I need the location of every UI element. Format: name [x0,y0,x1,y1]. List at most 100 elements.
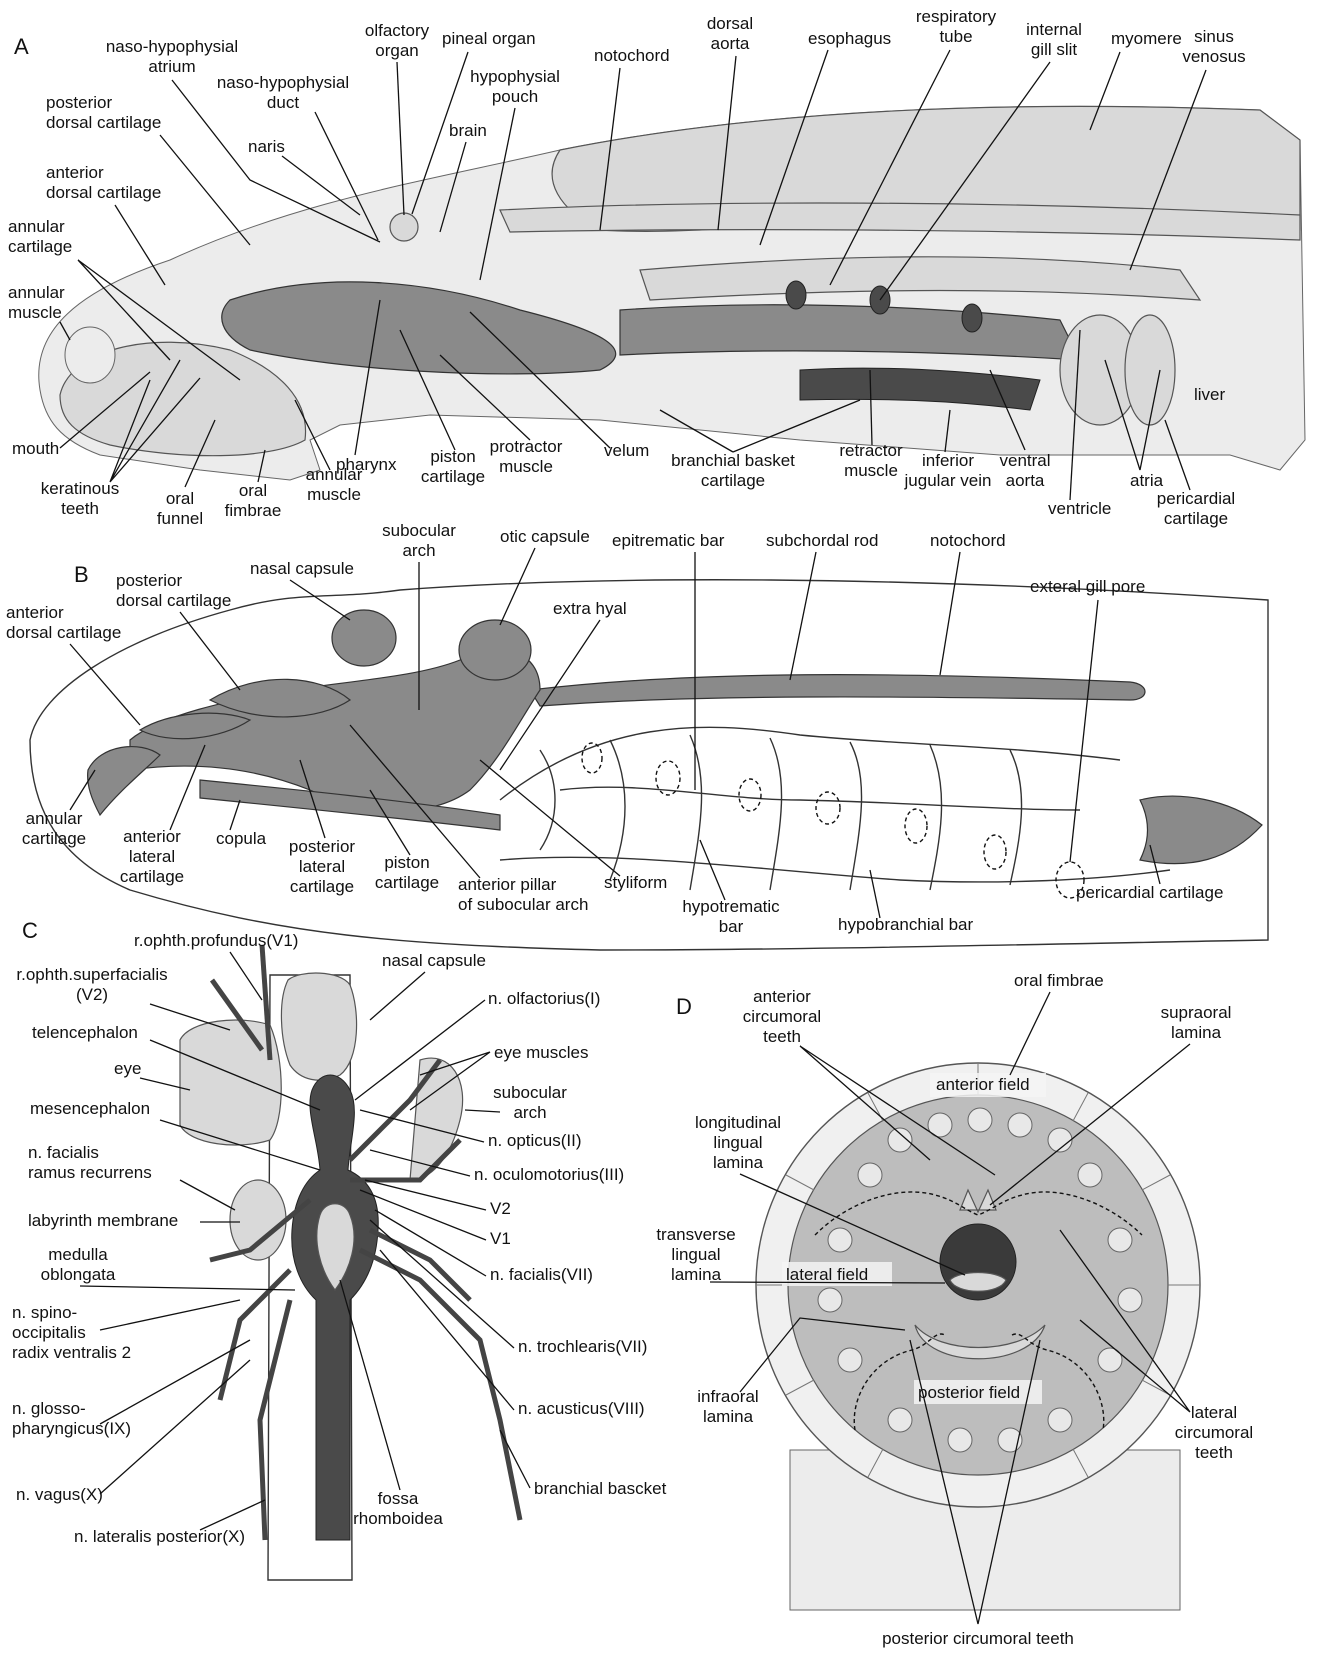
label-r-ophth-profundus: r.ophth.profundus(V1) [134,931,298,950]
label-dorsal-aorta: dorsalaorta [707,14,753,53]
label-exteral-gill-pore: exteral gill pore [1030,577,1145,596]
label-anterior-field: anterior field [936,1075,1030,1094]
label-hypobranchial-bar: hypobranchial bar [838,915,973,934]
label-n-facialis-vii: n. facialis(VII) [490,1265,593,1284]
label-n-acusticus: n. acusticus(VIII) [518,1399,645,1418]
label-naso-hypophysial-duct: naso-hypophysialduct [217,73,349,112]
label-naso-hypophysial-atrium: naso-hypophysialatrium [106,37,238,76]
label-labyrinth-membrane: labyrinth membrane [28,1211,178,1230]
label-n-vagus: n. vagus(X) [16,1485,103,1504]
label-anterior-lateral-cartilage: anteriorlateralcartilage [120,827,184,886]
panel-d-drawing [756,1063,1200,1610]
label-liver: liver [1194,385,1226,404]
gill-pore-3 [739,779,761,811]
atria-shape [1125,315,1175,425]
label-oral-fimbrae-d: oral fimbrae [1014,971,1104,990]
label-internal-gill-slit: internalgill slit [1026,20,1082,59]
panel-b: B [6,521,1268,950]
panel-c-letter: C [22,918,38,943]
label-brain: brain [449,121,487,140]
label-esophagus: esophagus [808,29,891,48]
panel-b-letter: B [74,562,89,587]
panel-d: D [656,971,1253,1648]
label-n-trochlearis: n. trochlearis(VII) [518,1337,647,1356]
label-n-lateralis-posterior: n. lateralis posterior(X) [74,1527,245,1546]
pericardial-cartilage-b-shape [1140,796,1262,864]
label-extra-hyal: extra hyal [553,599,627,618]
gill-slit-1 [786,281,806,309]
olfactory-organ-shape [390,213,418,241]
label-myomere: myomere [1111,29,1182,48]
label-n-olfactorius: n. olfactorius(I) [488,989,600,1008]
label-nasal-capsule-c: nasal capsule [382,951,486,970]
subchordal-rod-shape [530,675,1145,706]
panel-a: A naso-hypoph [8,7,1305,528]
label-inferior-jugular-vein: inferiorjugular vein [904,451,992,490]
label-nasal-capsule-b: nasal capsule [250,559,354,578]
panel-d-letter: D [676,994,692,1019]
label-ventricle: ventricle [1048,499,1111,518]
nasal-capsule-b-shape [332,610,396,666]
label-v1: V1 [490,1229,511,1248]
label-styliform: styliform [604,873,667,892]
label-posterior-lateral-cartilage: posteriorlateralcartilage [289,837,355,896]
label-lateral-field: lateral field [786,1265,868,1284]
label-n-glossopharyngicus: n. glosso-pharyngicus(IX) [12,1399,131,1438]
label-eye-muscles: eye muscles [494,1043,588,1062]
panel-a-letter: A [14,34,29,59]
label-pineal-organ: pineal organ [442,29,536,48]
label-epitrematic-bar: epitrematic bar [612,531,725,550]
panel-c: C r.ophth.profundus [12,918,667,1580]
gill-slit-3 [962,304,982,332]
labyrinth-membrane-shape [230,1180,286,1260]
label-posterior-circumoral-teeth: posterior circumoral teeth [882,1629,1074,1648]
label-posterior-field: posterior field [918,1383,1020,1402]
label-velum: velum [604,441,649,460]
label-posterior-dorsal-cartilage-a: posteriordorsal cartilage [46,93,161,132]
label-copula: copula [216,829,267,848]
label-mesencephalon: mesencephalon [30,1099,150,1118]
label-telencephalon: telencephalon [32,1023,138,1042]
nasal-capsule-c-shape [281,973,356,1080]
label-notochord-a: notochord [594,46,670,65]
panel-c-drawing [180,945,520,1580]
label-anterior-circumoral-teeth: anteriorcircumoralteeth [743,987,821,1046]
otic-capsule-b-shape [459,620,531,680]
label-naris: naris [248,137,285,156]
label-branchial-basket-c: branchial bascket [534,1479,667,1498]
label-atria: atria [1130,471,1164,490]
label-notochord-b: notochord [930,531,1006,550]
gill-pore-6 [984,835,1006,869]
label-infraoral-lamina: infraorallamina [697,1387,758,1426]
annular-muscle-shape [65,327,115,383]
label-protractor-muscle: protractormuscle [490,437,563,476]
label-r-ophth-superfacialis: r.ophth.superfacialis(V2) [16,965,167,1004]
label-subchordal-rod: subchordal rod [766,531,878,550]
